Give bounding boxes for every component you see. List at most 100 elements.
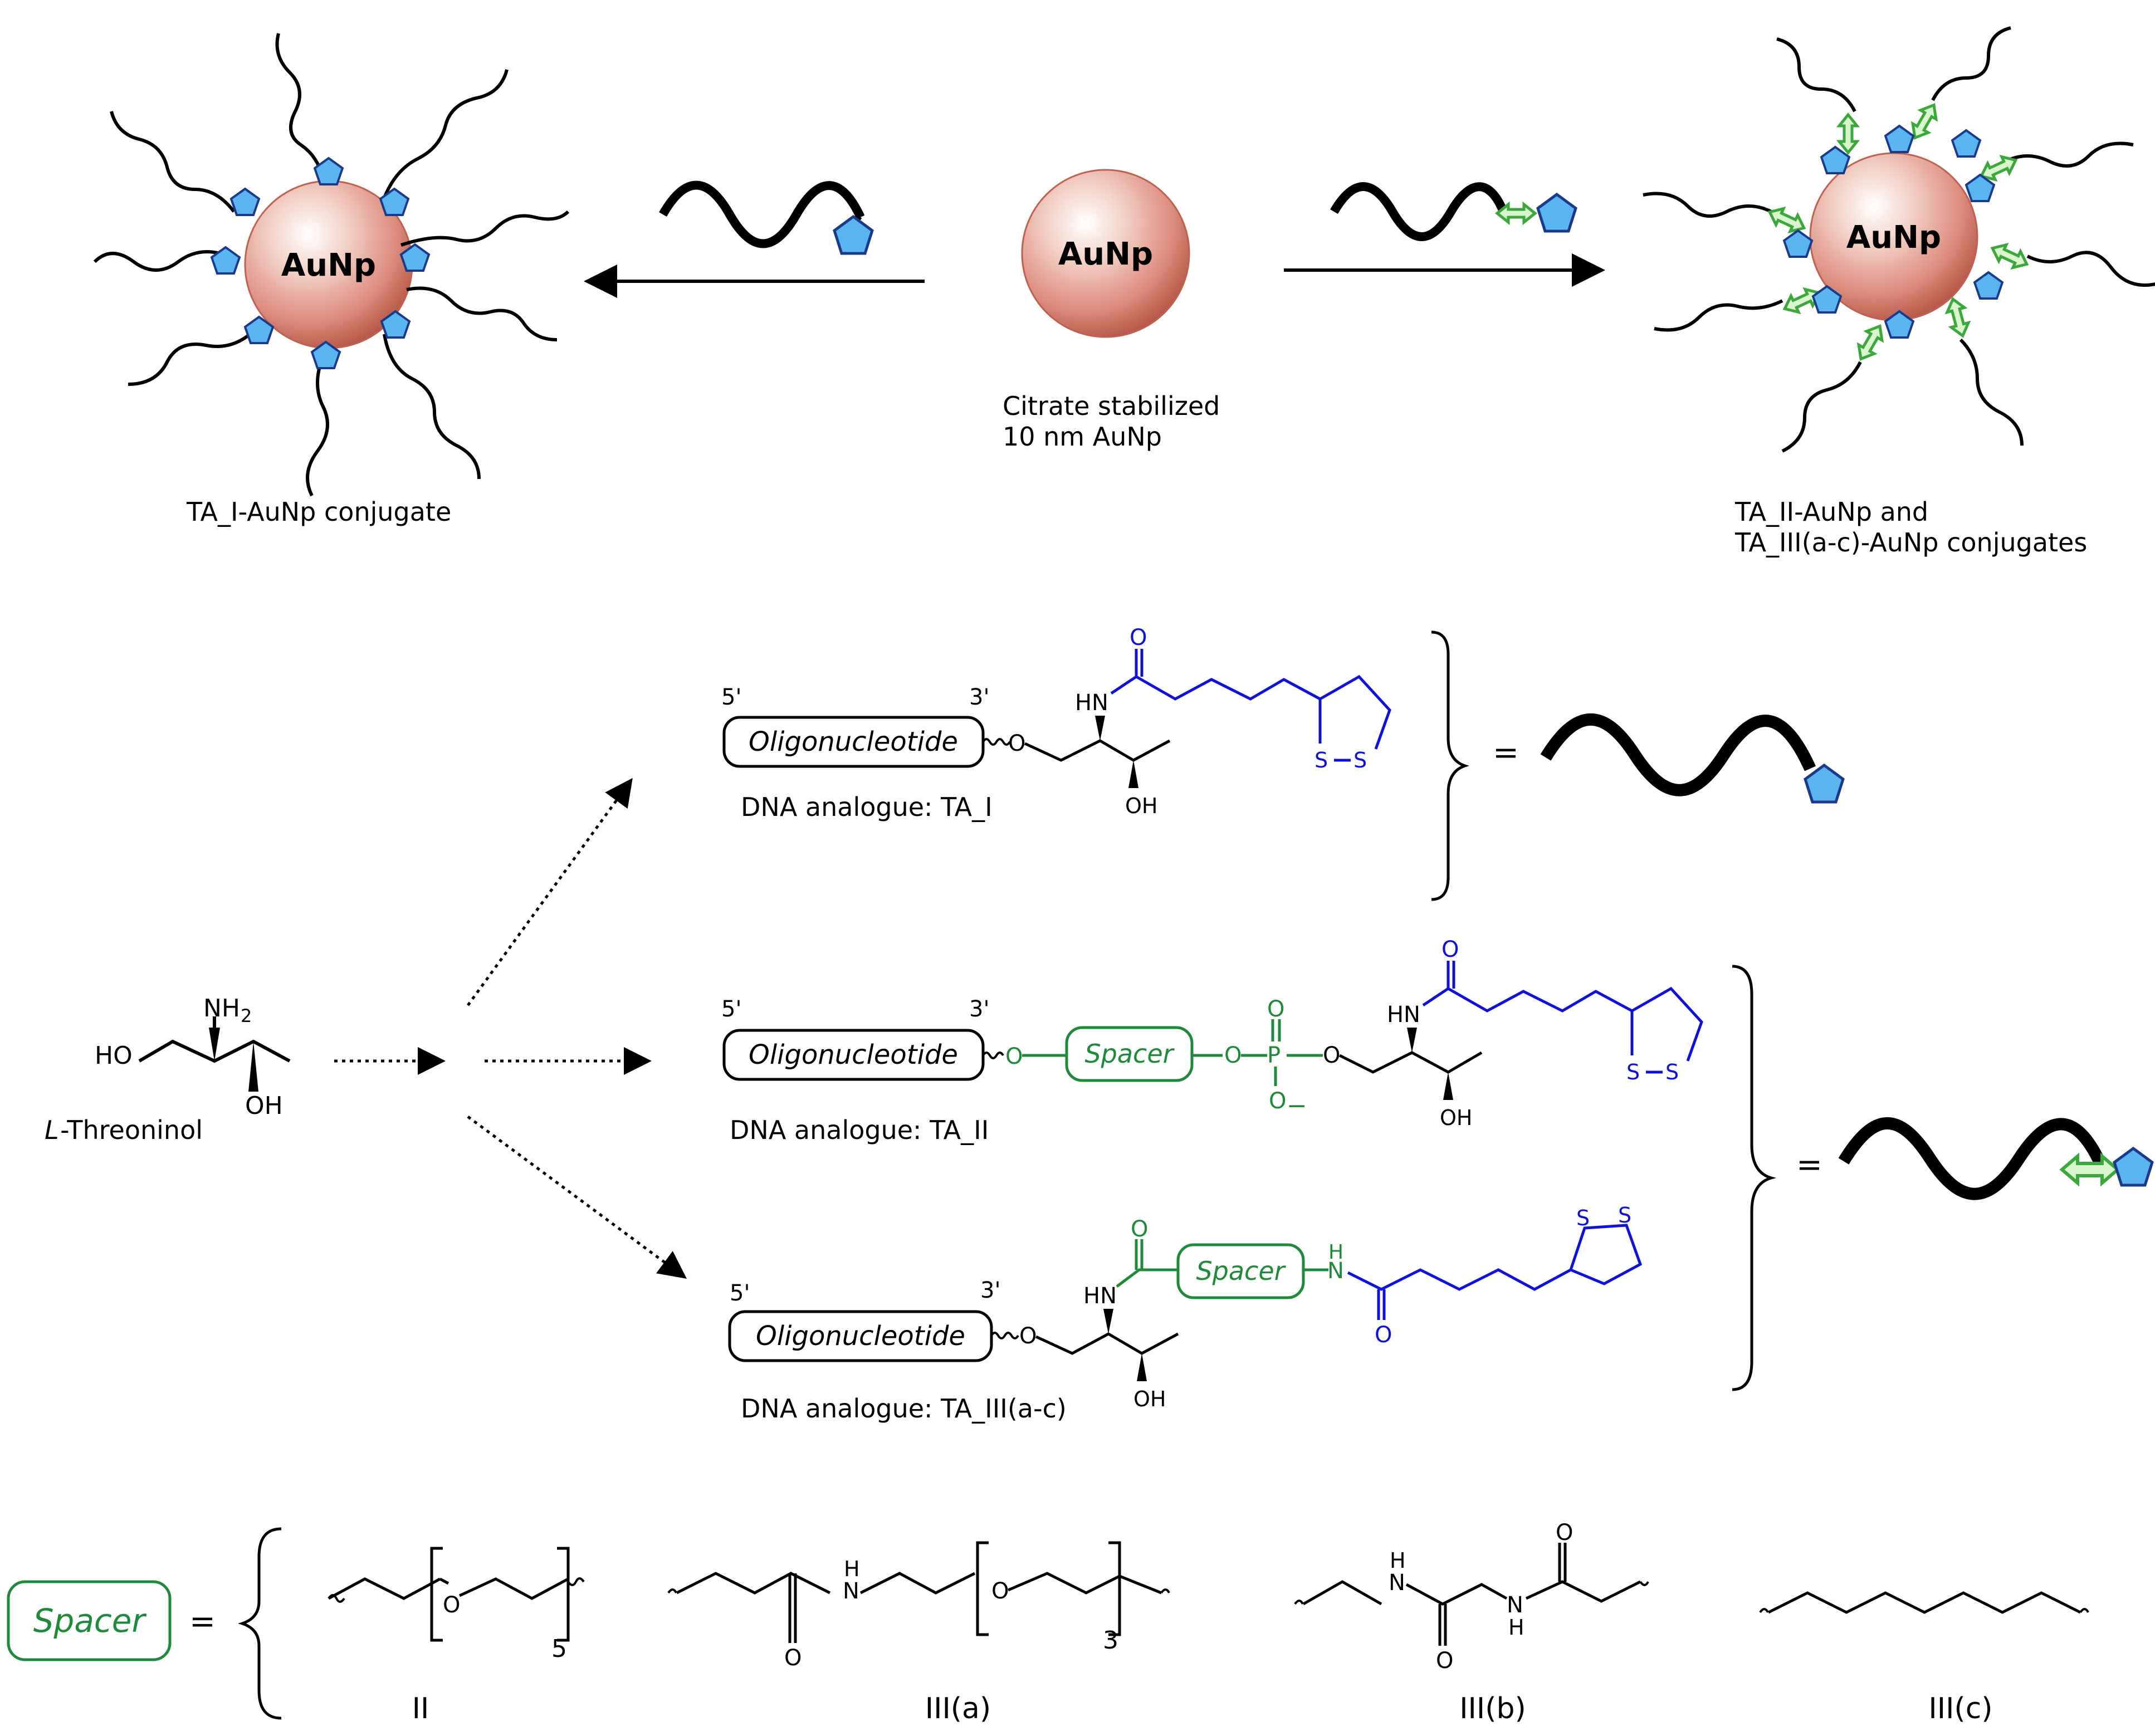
dotted-arrow [466, 777, 633, 1006]
svg-text:S: S [1665, 1060, 1679, 1084]
ta3-structure: 5' 3' Oligonucleotide O HN OH O Spacer H… [728, 1203, 1643, 1424]
svg-text:O: O [1375, 1322, 1392, 1348]
svg-text:3: 3 [1103, 1626, 1118, 1655]
svg-text:O: O [1005, 1044, 1023, 1069]
ta2-structure: 5' 3' Oligonucleotide O Spacer O P O O −… [721, 937, 1703, 1145]
svg-text:=: = [1493, 735, 1519, 771]
lipoic-pentagon-icon [1538, 194, 1576, 231]
svg-text:OH: OH [1133, 1387, 1166, 1411]
svg-text:HN: HN [1083, 1283, 1117, 1309]
brace [238, 1527, 282, 1720]
svg-text:O: O [1269, 1088, 1286, 1114]
svg-text:S: S [1314, 748, 1328, 772]
spacer-label-IIIa: III(a) [925, 1692, 991, 1725]
svg-text:S: S [1353, 748, 1367, 772]
oligonucleotide-box: Oligonucleotide [749, 1039, 958, 1070]
svg-text:H: H [1508, 1615, 1524, 1640]
spacer-box: Spacer [1196, 1256, 1286, 1286]
svg-text:H: H [1328, 1241, 1343, 1264]
svg-text:O: O [1224, 1043, 1242, 1068]
svg-text:O: O [1131, 1216, 1148, 1242]
lipoic-pentagon-icon [834, 217, 872, 253]
spacer-label-IIIb: III(b) [1459, 1692, 1526, 1725]
svg-text:H: H [1075, 690, 1092, 716]
spacer-label-IIIc: III(c) [1928, 1692, 1992, 1725]
svg-text:N: N [1507, 1592, 1523, 1618]
svg-text:O: O [1267, 996, 1284, 1022]
svg-text:N: N [1092, 690, 1108, 716]
svg-text:O: O [1019, 1323, 1037, 1349]
ta2-strand-icon [1838, 1117, 2109, 1200]
svg-text:O: O [1130, 625, 1147, 651]
svg-text:5': 5' [721, 996, 741, 1022]
svg-text:O: O [1008, 731, 1025, 756]
svg-text:O: O [1441, 937, 1459, 962]
spacer-double-arrow-icon [2062, 1156, 2118, 1183]
ta1-structure: 5' 3' Oligonucleotide O H N OH O S S DNA… [721, 625, 1391, 822]
svg-text:O: O [1323, 1043, 1340, 1068]
svg-text:N: N [1404, 1002, 1420, 1028]
svg-text:3': 3' [980, 1278, 1000, 1303]
threoninol-name: -Threoninol [60, 1115, 203, 1145]
right-particle-label: AuNp [1846, 219, 1941, 256]
center-caption-line1: Citrate stabilized [1003, 391, 1220, 421]
svg-text:5': 5' [721, 684, 741, 710]
dotted-arrow [467, 1115, 687, 1279]
svg-text:OH: OH [1440, 1106, 1472, 1130]
ta1-caption: DNA analogue: TA_I [741, 792, 993, 822]
svg-text:O: O [443, 1592, 460, 1618]
threoninol-oh: OH [245, 1092, 283, 1120]
spacer-label-II: II [412, 1692, 429, 1725]
svg-text:=: = [1796, 1147, 1822, 1183]
center-caption-line2: 10 nm AuNp [1003, 422, 1162, 452]
svg-text:O: O [784, 1645, 802, 1671]
svg-text:OH: OH [1125, 794, 1157, 818]
svg-text:H: H [1387, 1002, 1404, 1028]
svg-text:L: L [45, 1115, 59, 1145]
spacer-label: Spacer [33, 1602, 147, 1640]
svg-text:5': 5' [730, 1280, 750, 1306]
svg-text:S: S [1576, 1206, 1590, 1230]
svg-text:2: 2 [241, 1005, 252, 1026]
svg-text:5: 5 [551, 1635, 567, 1663]
svg-text:=: = [189, 1603, 216, 1640]
right-caption-line1: TA_II-AuNp and [1734, 497, 1928, 527]
svg-text:H: H [1390, 1548, 1406, 1573]
svg-text:S: S [1626, 1060, 1640, 1084]
svg-text:H: H [844, 1557, 860, 1581]
svg-text:N: N [843, 1578, 859, 1604]
lipoic-pentagon-icon [1805, 765, 1843, 802]
brace [1732, 965, 1777, 1391]
right-conjugate: AuNp [1643, 26, 2155, 453]
left-particle-label: AuNp [281, 247, 376, 283]
right-caption-line2: TA_III(a-c)-AuNp conjugates [1734, 527, 2087, 558]
spacer-box: Spacer [1084, 1039, 1175, 1069]
svg-text:S: S [1618, 1203, 1631, 1228]
svg-text:−: − [1287, 1092, 1307, 1120]
brace [1431, 630, 1469, 901]
svg-text:P: P [1267, 1043, 1281, 1068]
ta2-strand-icon [1330, 182, 1508, 241]
spacer-double-arrow-icon [1497, 204, 1535, 222]
ta1-strand-icon [659, 180, 865, 248]
spacer-legend: Spacer = O 5 II O H N O 3 III(a) H [7, 1520, 2089, 1725]
center-particle-label: AuNp [1058, 236, 1153, 272]
left-conjugate: AuNp [93, 33, 570, 497]
svg-text:O: O [991, 1578, 1009, 1604]
svg-text:O: O [1436, 1648, 1453, 1674]
threoninol-structure: NH 2 HO OH L -Threoninol [45, 994, 291, 1145]
svg-text:N: N [1327, 1258, 1344, 1284]
svg-text:O: O [1556, 1520, 1573, 1546]
ta3-caption: DNA analogue: TA_III(a-c) [741, 1393, 1067, 1424]
ta1-strand-icon [1540, 713, 1816, 796]
ta2-caption: DNA analogue: TA_II [730, 1115, 989, 1145]
oligonucleotide-box: Oligonucleotide [756, 1321, 965, 1352]
oligonucleotide-box: Oligonucleotide [749, 726, 958, 757]
svg-text:N: N [1389, 1570, 1405, 1596]
svg-text:3': 3' [969, 684, 989, 710]
center-gold-nanoparticle: AuNp [1021, 169, 1190, 338]
threoninol-nh2: NH [203, 994, 240, 1023]
svg-text:3': 3' [969, 996, 989, 1022]
lipoic-pentagon-icon [2114, 1148, 2152, 1185]
